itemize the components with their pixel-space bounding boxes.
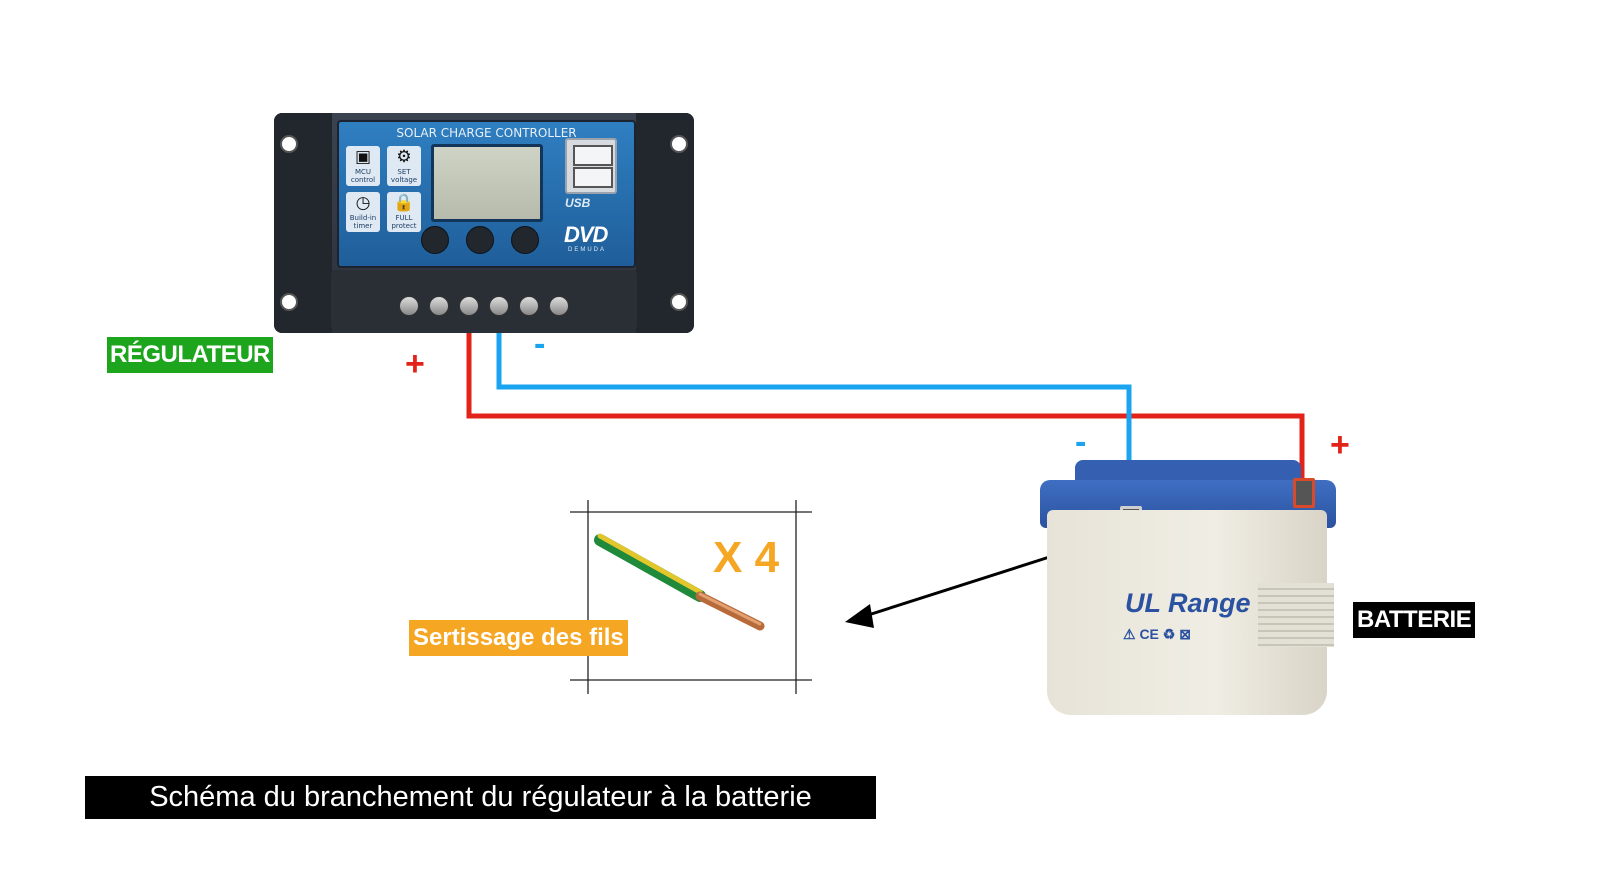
negative-wire: [496, 333, 1132, 512]
crimped-wire-illustration: [594, 533, 765, 631]
terminal-screw: [399, 296, 419, 316]
controller-mount-left: [274, 113, 332, 333]
terminal-screw: [459, 296, 479, 316]
terminal-screw: [519, 296, 539, 316]
controller-button-middle[interactable]: [466, 226, 494, 254]
usb-port: [573, 145, 613, 166]
terminal-block: [331, 270, 637, 330]
set-voltage-badge: ⚙ SET voltage: [387, 146, 421, 186]
terminal-screw: [429, 296, 449, 316]
quantity-multiplier: X 4: [713, 533, 780, 582]
regulator-label: RÉGULATEUR: [107, 337, 273, 373]
usb-label: USB: [565, 196, 591, 210]
battery-label: BATTERIE: [1353, 602, 1476, 638]
terminal-screw: [489, 296, 509, 316]
regulator-plus-sign: +: [405, 345, 425, 383]
lock-icon: 🔒: [393, 193, 415, 213]
battery-minus-sign: -: [1075, 423, 1087, 461]
terminal-screw: [549, 296, 569, 316]
gear-icon: ⚙: [396, 147, 412, 167]
mcu-feature-label: MCU control: [350, 168, 376, 184]
arrow-head-left: [845, 604, 874, 628]
timer-feature-badge: ◷ Build-in timer: [346, 192, 380, 232]
double-arrow: [861, 551, 1063, 619]
mount-hole: [670, 293, 688, 311]
controller-brand-subtitle: DEMUDA: [568, 247, 607, 253]
regulator-minus-sign: -: [534, 325, 546, 363]
controller-button-left[interactable]: [421, 226, 449, 254]
mount-hole: [670, 135, 688, 153]
battery-certification-marks: ⚠ CE ♻ ⊠: [1123, 626, 1191, 642]
timer-feature-label: Build-in timer: [349, 214, 377, 230]
controller-panel-title: SOLAR CHARGE CONTROLLER: [396, 126, 577, 140]
mount-hole: [280, 135, 298, 153]
battery-spec-label: [1258, 583, 1334, 647]
battery-plus-sign: +: [1330, 426, 1350, 464]
set-voltage-label: SET voltage: [390, 168, 418, 184]
battery-positive-terminal: [1293, 478, 1315, 508]
wire-illustration-frame: [570, 500, 812, 694]
lcd-screen: [431, 144, 543, 222]
controller-brand-logo: DVD: [564, 222, 608, 247]
diagram-title: Schéma du branchement du régulateur à la…: [85, 776, 876, 819]
usb-port: [573, 167, 613, 188]
controller-mount-right: [636, 113, 694, 333]
protect-feature-badge: 🔒 FULL protect: [387, 192, 421, 232]
positive-wire: [466, 333, 1305, 482]
usb-ports: [565, 138, 617, 194]
protect-feature-label: FULL protect: [391, 214, 417, 230]
mcu-feature-badge: ▣ MCU control: [346, 146, 380, 186]
controller-front-panel: SOLAR CHARGE CONTROLLER ▣ MCU control ⚙ …: [337, 120, 636, 268]
clock-icon: ◷: [355, 193, 371, 213]
battery-brand: UL Range: [1125, 588, 1251, 618]
controller-button-right[interactable]: [511, 226, 539, 254]
crimping-label: Sertissage des fils: [409, 620, 628, 656]
chip-icon: ▣: [354, 147, 372, 167]
mount-hole: [280, 293, 298, 311]
